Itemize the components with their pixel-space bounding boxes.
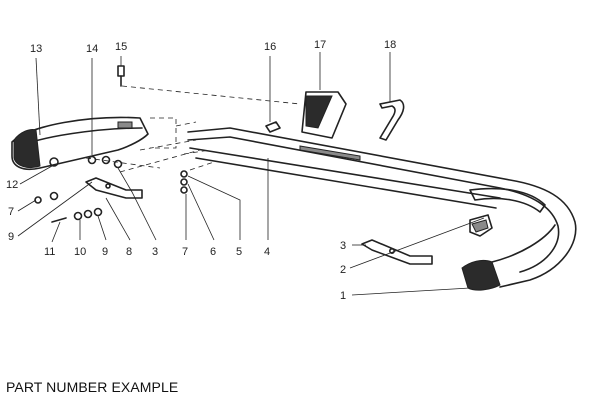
- callout-4: 4: [264, 246, 270, 258]
- callout-6: 6: [210, 246, 216, 258]
- bolt-16: [265, 121, 281, 133]
- assembly-dashes: [85, 85, 301, 173]
- caption: PART NUMBER EXAMPLE: [6, 379, 179, 395]
- bumper-clip: [469, 214, 493, 237]
- callout-9: 9: [102, 246, 108, 258]
- callout-9-left: 9: [8, 231, 14, 243]
- callout-16: 16: [264, 41, 276, 53]
- callout-2: 2: [340, 264, 346, 276]
- strip-18: [379, 99, 405, 141]
- mount-bracket-right: [361, 239, 433, 265]
- callout-7-left: 7: [8, 206, 14, 218]
- bolt-15: [117, 65, 125, 87]
- callout-3-left: 3: [152, 246, 158, 258]
- trim-piece-17: [301, 91, 347, 139]
- callout-8: 8: [126, 246, 132, 258]
- callout-15: 15: [115, 41, 127, 53]
- callout-10: 10: [74, 246, 86, 258]
- exploded-parts-diagram: 13 14 15 16 17 18 12 7 9 11 10 9 8 3 7 6…: [6, 39, 577, 302]
- callout-18: 18: [384, 39, 396, 51]
- callout-7: 7: [182, 246, 188, 258]
- callout-12: 12: [6, 179, 18, 191]
- callout-5: 5: [236, 246, 242, 258]
- bumper-bar: [187, 127, 577, 288]
- callout-1: 1: [340, 290, 346, 302]
- left-bumper-end: [11, 116, 149, 171]
- mount-bracket-left: [85, 177, 143, 199]
- leader-lines: [17, 52, 485, 296]
- callout-17: 17: [314, 39, 326, 51]
- fasteners: [34, 155, 188, 223]
- callout-13: 13: [30, 43, 42, 55]
- callout-labels: 13 14 15 16 17 18 12 7 9 11 10 9 8 3 7 6…: [6, 39, 396, 302]
- callout-14: 14: [86, 43, 98, 55]
- callout-3-right: 3: [340, 240, 346, 252]
- bumper-end-cap: [461, 224, 556, 291]
- callout-11: 11: [44, 246, 55, 258]
